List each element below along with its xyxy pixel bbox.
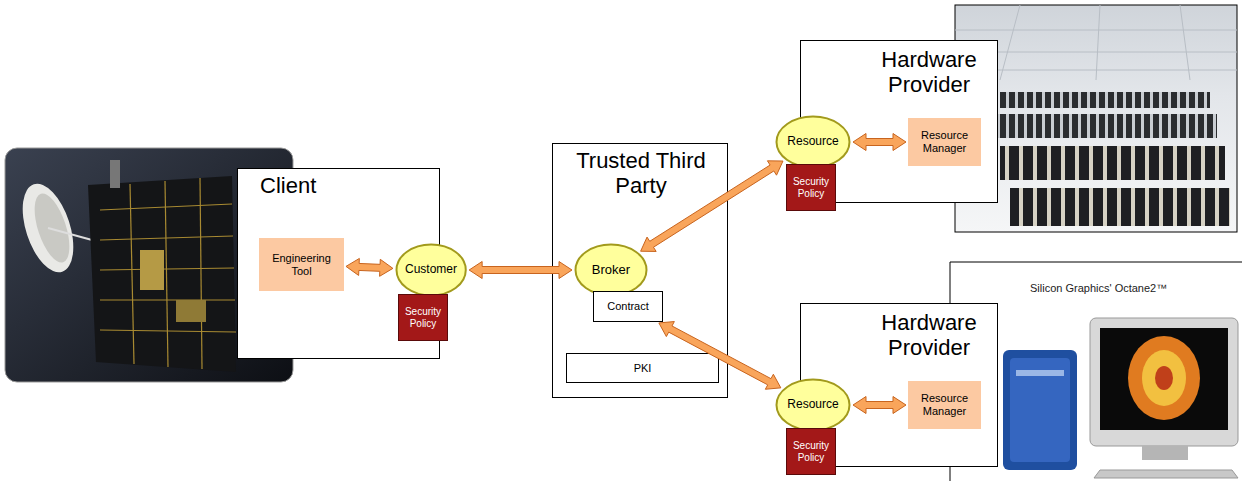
party-box: Trusted Third PartyBrokerContractPKI [552,143,728,398]
heading: Hardware Provider [859,310,999,361]
node-text: Resource Manager [912,129,977,154]
client-box: ClientEngineering ToolCustomerSecurity P… [237,168,440,359]
node-text: Resource [787,135,838,149]
role-ellipse: Customer [395,243,467,297]
policy-box: Security Policy [398,294,448,341]
role-ellipse: Resource [775,115,851,169]
tool-box: Engineering Tool [259,238,344,291]
node-text: Security Policy [402,306,444,329]
node-text: Security Policy [790,440,832,463]
double-arrow [853,134,906,151]
contract-box: Contract [593,291,663,322]
double-arrow [469,262,572,279]
node-text: Security Policy [790,176,832,199]
manager-box: Resource Manager [908,118,981,166]
provider-box: Hardware ProviderResourceResource Manage… [800,303,998,467]
double-arrow [659,322,781,390]
product-caption: Silicon Graphics' Octane2™ [1030,282,1167,294]
node-text: Resource [787,398,838,412]
heading: Trusted Third Party [553,148,729,199]
policy-box: Security Policy [786,428,836,475]
manager-box: Resource Manager [908,381,981,429]
double-arrow [346,258,393,276]
role-ellipse: Broker [574,243,648,297]
node-text: Broker [592,263,630,278]
heading: Hardware Provider [859,47,999,98]
node-text: Engineering Tool [263,252,340,277]
node-text: PKI [634,362,652,375]
double-arrow [853,397,906,414]
policy-box: Security Policy [786,164,836,211]
node-text: Customer [405,263,457,277]
node-text: Contract [607,300,649,313]
heading: Client [260,173,410,198]
provider-box: Hardware ProviderResourceResource Manage… [800,40,998,203]
node-text: Resource Manager [912,392,977,417]
double-arrow [641,161,783,252]
role-ellipse: Resource [775,378,851,432]
pki-box: PKI [566,353,719,383]
